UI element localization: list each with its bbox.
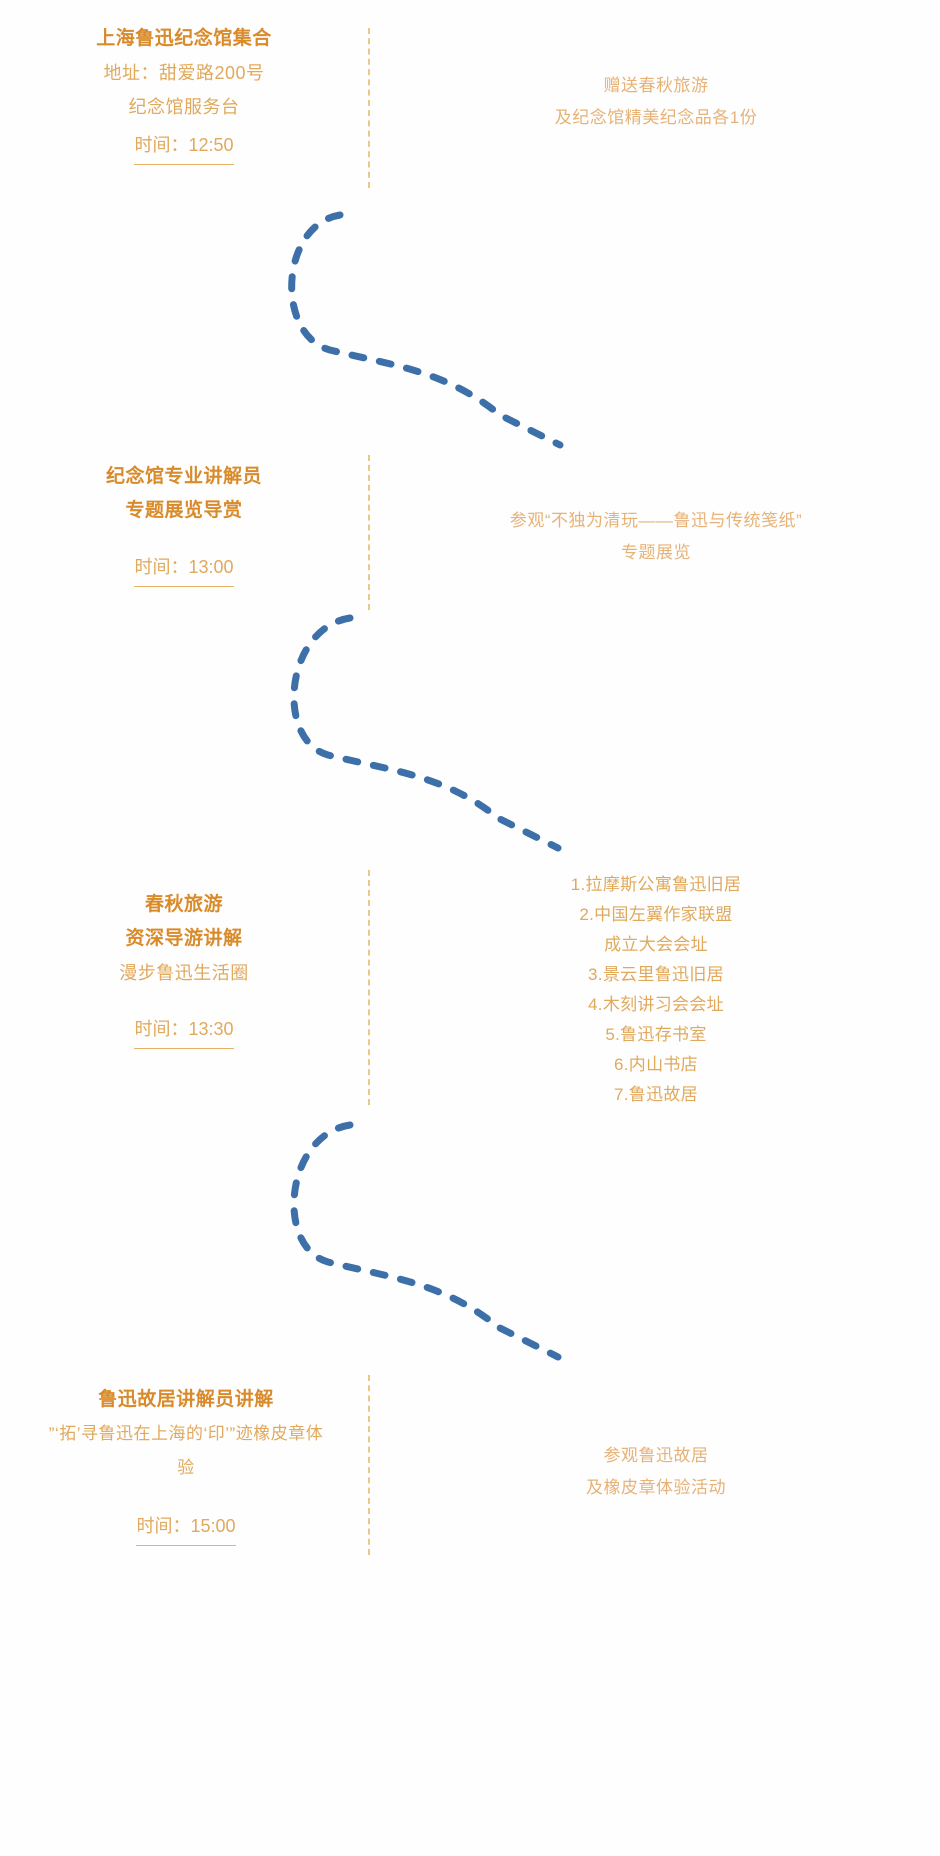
stage-3-right-column: 1.拉摩斯公寓鲁迅旧居 2.中国左翼作家联盟 成立大会会址 3.景云里鲁迅旧居 … [372, 870, 940, 1110]
stage-1-right-line-2: 及纪念馆精美纪念品各1份 [554, 108, 758, 127]
stage-2-time: 时间：13:00 [134, 550, 234, 587]
stage-1-title: 上海鲁迅纪念馆集合 [96, 28, 272, 49]
stage-4-title: 鲁迅故居讲解员讲解 [98, 1389, 274, 1410]
stage-3-list-item-5: 5.鲁迅存书室 [605, 1025, 707, 1044]
stage-3-list-item-2-cont: 成立大会会址 [604, 935, 708, 954]
center-dashed-divider-4 [368, 1375, 370, 1555]
stage-1-line-1: 地址：甜爱路200号 [103, 63, 265, 83]
stage-1-time: 时间：12:50 [134, 128, 234, 165]
stage-4-right-column: 参观鲁迅故居 及橡皮章体验活动 [372, 1440, 940, 1504]
stage-3-title-line-2: 资深导游讲解 [125, 928, 243, 949]
center-dashed-divider-1 [368, 28, 370, 188]
stage-3-list-item-3: 3.景云里鲁迅旧居 [588, 965, 724, 984]
center-dashed-divider-3 [368, 870, 370, 1105]
stage-2-title-line-2: 专题展览导赏 [125, 500, 243, 521]
stage-2-right-line-2: 专题展览 [621, 543, 691, 562]
stage-1-line-2: 纪念馆服务台 [128, 97, 240, 117]
stage-1-right-column: 赠送春秋旅游 及纪念馆精美纪念品各1份 [372, 70, 940, 134]
stage-3-list-item-4: 4.木刻讲习会会址 [588, 995, 724, 1014]
stage-3-list-item-1: 1.拉摩斯公寓鲁迅旧居 [570, 875, 742, 894]
stage-1: 上海鲁迅纪念馆集合 地址：甜爱路200号 纪念馆服务台 时间：12:50 赠送春… [0, 0, 940, 200]
stage-4-right-line-2: 及橡皮章体验活动 [586, 1478, 726, 1497]
stage-3-title-line-1: 春秋旅游 [144, 894, 223, 915]
stage-3-line-1: 漫步鲁迅生活圈 [119, 963, 249, 983]
connector-curve-2 [290, 614, 562, 852]
stage-3: 春秋旅游 资深导游讲解 漫步鲁迅生活圈 时间：13:30 1.拉摩斯公寓鲁迅旧居… [0, 870, 940, 1110]
stage-4: 鲁迅故居讲解员讲解 ”‘拓’寻鲁迅在上海的‘印’”迹橡皮章体 验 时间：15:0… [0, 1375, 940, 1575]
stage-1-left-column: 上海鲁迅纪念馆集合 地址：甜爱路200号 纪念馆服务台 时间：12:50 [0, 22, 368, 165]
stage-4-time: 时间：15:00 [136, 1509, 236, 1546]
center-dashed-divider-2 [368, 455, 370, 610]
stage-3-list-item-7: 7.鲁迅故居 [614, 1085, 698, 1104]
stage-3-time: 时间：13:30 [134, 1012, 234, 1049]
stage-4-line-1: ”‘拓’寻鲁迅在上海的‘印’”迹橡皮章体 [48, 1424, 324, 1443]
stage-2-title-line-1: 纪念馆专业讲解员 [105, 466, 262, 487]
stage-2-right-line-1: 参观“不独为清玩——鲁迅与传统笺纸” [509, 511, 803, 530]
stage-2: 纪念馆专业讲解员 专题展览导赏 时间：13:00 参观“不独为清玩——鲁迅与传统… [0, 455, 940, 615]
stage-3-list-item-6: 6.内山书店 [614, 1055, 698, 1074]
connector-curve-1 [288, 211, 564, 449]
stage-4-left-column: 鲁迅故居讲解员讲解 ”‘拓’寻鲁迅在上海的‘印’”迹橡皮章体 验 时间：15:0… [0, 1383, 376, 1546]
stage-2-left-column: 纪念馆专业讲解员 专题展览导赏 时间：13:00 [0, 460, 368, 587]
stage-4-line-2: 验 [177, 1458, 195, 1477]
stage-3-left-column: 春秋旅游 资深导游讲解 漫步鲁迅生活圈 时间：13:30 [0, 888, 368, 1049]
stage-2-right-column: 参观“不独为清玩——鲁迅与传统笺纸” 专题展览 [372, 505, 940, 569]
stage-4-right-line-1: 参观鲁迅故居 [603, 1446, 709, 1465]
connector-curve-3 [290, 1121, 562, 1361]
stage-3-list-item-2: 2.中国左翼作家联盟 [579, 905, 733, 924]
stage-1-right-line-1: 赠送春秋旅游 [603, 76, 709, 95]
